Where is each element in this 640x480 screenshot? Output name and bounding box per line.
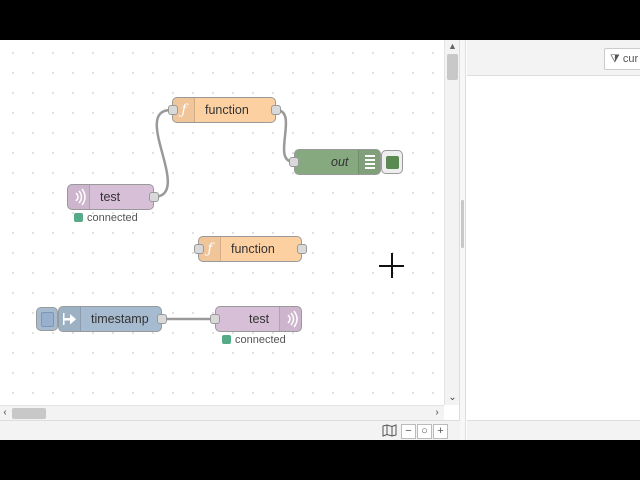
output-port[interactable] [149, 192, 159, 202]
status-dot [222, 335, 231, 344]
crosshair-cursor [379, 253, 404, 278]
zoom-out-button[interactable]: − [401, 424, 416, 439]
output-port[interactable] [157, 314, 167, 324]
node-label: out [331, 155, 349, 169]
input-port[interactable] [194, 244, 204, 254]
chevron-left-icon[interactable]: ‹ [3, 407, 7, 418]
output-port[interactable] [271, 105, 281, 115]
wire-mqtt-to-function[interactable] [152, 108, 172, 199]
mqtt-signal-icon [279, 307, 301, 331]
debug-toggle-indicator [386, 156, 399, 169]
mqtt-signal-icon [68, 185, 90, 209]
status-dot [74, 213, 83, 222]
debug-toggle-button[interactable] [381, 150, 403, 174]
wires-layer [152, 108, 295, 321]
vertical-scrollbar[interactable]: ▲ ⌄ [444, 40, 459, 405]
filter-label: cur [622, 53, 639, 65]
horizontal-scroll-thumb[interactable] [12, 408, 46, 419]
wire-function-to-debug[interactable] [275, 108, 295, 164]
function-node-middle[interactable]: ƒ function [194, 236, 307, 262]
sidebar-splitter[interactable] [460, 40, 466, 440]
input-port[interactable] [168, 105, 178, 115]
node-red-editor: ƒ function out test [0, 40, 640, 440]
letterbox-bottom [0, 440, 640, 480]
function-icon: ƒ [199, 237, 221, 261]
input-port[interactable] [289, 157, 299, 167]
sidebar: ⧩ cur [467, 40, 640, 440]
mqtt-in-node[interactable]: test [67, 184, 159, 210]
workspace-footer: − ○ + [0, 420, 460, 440]
sidebar-footer [467, 420, 640, 440]
sidebar-header: ⧩ cur [467, 40, 640, 76]
scroll-up-icon[interactable]: ▲ [448, 41, 457, 51]
filter-button[interactable]: ⧩ cur [604, 48, 640, 70]
flow-canvas[interactable]: ƒ function out test [0, 40, 444, 405]
debug-node-out[interactable]: out [289, 149, 381, 175]
inject-trigger-indicator [41, 312, 54, 327]
status-text: connected [235, 334, 286, 346]
function-node-top[interactable]: ƒ function [168, 97, 281, 123]
chevron-right-icon[interactable]: › [435, 407, 439, 418]
node-label: test [249, 312, 270, 326]
node-label: test [100, 190, 121, 204]
input-port[interactable] [210, 314, 220, 324]
splitter-grip[interactable] [461, 200, 464, 248]
horizontal-scrollbar[interactable]: ‹ › [0, 405, 444, 420]
mqtt-out-status: connected [222, 334, 286, 346]
zoom-reset-button[interactable]: ○ [417, 424, 432, 439]
zoom-in-button[interactable]: + [433, 424, 448, 439]
function-icon: ƒ [173, 98, 195, 122]
inject-node-timestamp[interactable]: timestamp [58, 306, 167, 332]
filter-icon: ⧩ [610, 53, 620, 65]
map-icon[interactable] [382, 424, 397, 439]
chevron-down-icon[interactable]: ⌄ [448, 392, 457, 403]
node-label: timestamp [91, 312, 149, 326]
workspace: ƒ function out test [0, 40, 460, 440]
mqtt-in-status: connected [74, 212, 138, 224]
inject-trigger-button[interactable] [36, 307, 58, 331]
mqtt-out-node[interactable]: test [210, 306, 302, 332]
vertical-scroll-thumb[interactable] [447, 54, 458, 80]
output-port[interactable] [297, 244, 307, 254]
letterbox-top [0, 0, 640, 40]
inject-arrow-icon [59, 307, 81, 331]
status-text: connected [87, 212, 138, 224]
node-label: function [205, 103, 249, 117]
node-label: function [231, 242, 275, 256]
debug-list-icon [358, 150, 380, 174]
